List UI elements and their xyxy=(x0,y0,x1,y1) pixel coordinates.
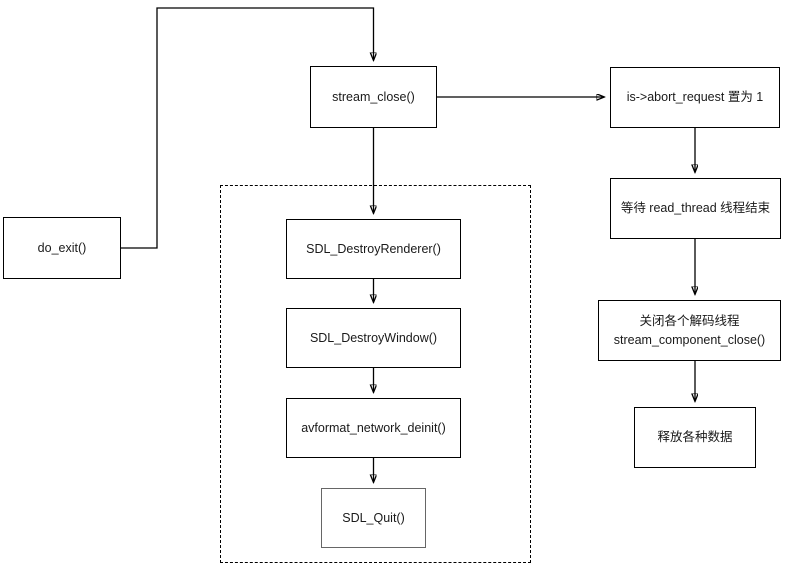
node-avformat-network-deinit[interactable]: avformat_network_deinit() xyxy=(286,398,461,458)
edge-do-exit-to-stream-close xyxy=(121,7,374,249)
node-do-exit[interactable]: do_exit() xyxy=(3,217,121,279)
node-sdl-destroy-window[interactable]: SDL_DestroyWindow() xyxy=(286,308,461,368)
node-wait-read-thread[interactable]: 等待 read_thread 线程结束 xyxy=(610,178,781,239)
sdl-cleanup-group xyxy=(220,185,531,563)
node-stream-close[interactable]: stream_close() xyxy=(310,66,437,128)
node-sdl-destroy-renderer[interactable]: SDL_DestroyRenderer() xyxy=(286,219,461,279)
node-free-data[interactable]: 释放各种数据 xyxy=(634,407,756,468)
node-abort-request[interactable]: is->abort_request 置为 1 xyxy=(610,67,780,128)
node-sdl-quit[interactable]: SDL_Quit() xyxy=(321,488,426,548)
node-close-decode-threads[interactable]: 关闭各个解码线程 stream_component_close() xyxy=(598,300,781,361)
